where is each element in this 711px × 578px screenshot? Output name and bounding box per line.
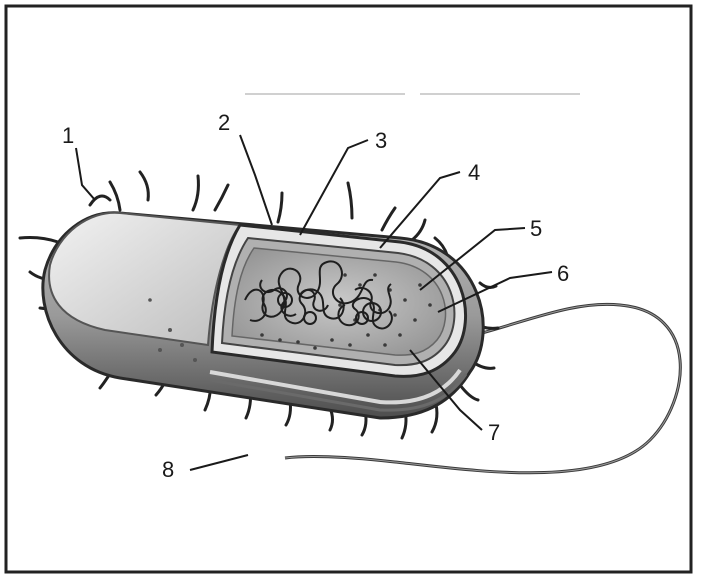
label-4: 4: [468, 160, 480, 185]
label-3: 3: [375, 128, 387, 153]
label-8: 8: [162, 457, 174, 482]
label-5: 5: [530, 216, 542, 241]
label-6: 6: [557, 261, 569, 286]
label-7: 7: [488, 420, 500, 445]
label-1: 1: [62, 123, 74, 148]
label-2: 2: [218, 110, 230, 135]
